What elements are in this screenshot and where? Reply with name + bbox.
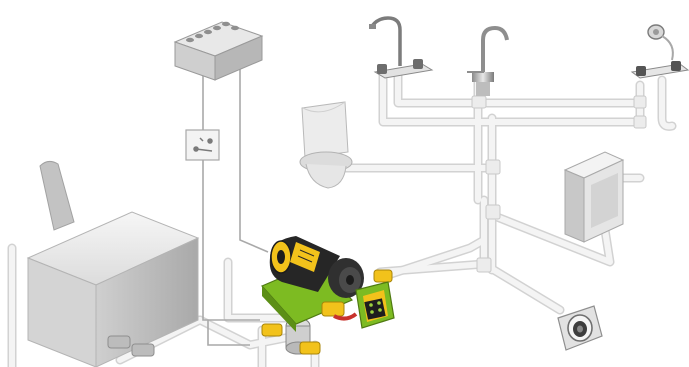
faucet-icon	[467, 28, 507, 96]
shower-icon	[632, 25, 688, 78]
single-faucet	[467, 28, 507, 96]
double-faucet	[369, 18, 432, 78]
toilet-icon	[300, 102, 352, 188]
deck-fill-inlet	[558, 306, 602, 350]
control-panel-icon	[356, 282, 394, 328]
shower-mixer	[632, 25, 688, 78]
electrical-wiring	[203, 65, 268, 345]
inlet-icon	[558, 306, 602, 350]
pump-controller	[356, 282, 394, 328]
mixer-tap-icon	[369, 18, 432, 78]
battery	[175, 22, 262, 80]
boiler-icon	[565, 152, 623, 242]
water-heater	[565, 152, 623, 242]
toilet	[300, 102, 352, 188]
pressure-switch	[186, 130, 219, 160]
